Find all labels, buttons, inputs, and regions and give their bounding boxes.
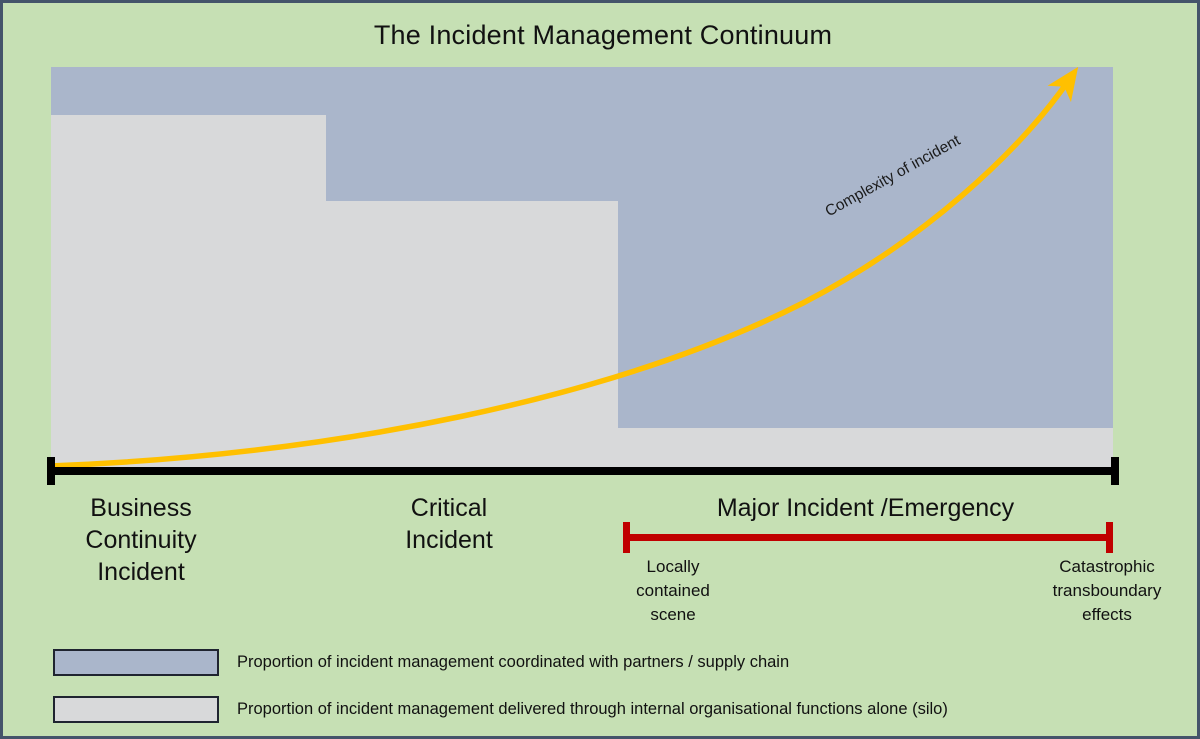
bracket-end-cap [1106, 522, 1113, 553]
silo-band-segment-3 [618, 428, 1113, 471]
axis-start-cap [47, 457, 55, 485]
bracket-note-start: Locally contained scene [636, 557, 710, 624]
axis-end-cap [1111, 457, 1119, 485]
legend-swatch-silo [53, 696, 219, 723]
legend-label-partners: Proportion of incident management coordi… [237, 653, 790, 671]
partner-band-segment-1 [51, 67, 326, 115]
legend-label-silo: Proportion of incident management delive… [237, 700, 948, 718]
bracket-start-cap [623, 522, 630, 553]
stage-label-critical-incident: Critical Incident [405, 494, 493, 554]
legend-swatch-partners [53, 649, 219, 676]
silo-band-segment-2 [326, 201, 618, 471]
silo-band-segment-1 [51, 115, 326, 471]
page-title: The Incident Management Continuum [373, 20, 833, 50]
emergency-range-bracket [623, 534, 1113, 541]
bracket-note-end: Catastrophic transboundary effects [1052, 557, 1162, 624]
baseline-axis [51, 467, 1118, 475]
stage-label-major-incident-emergency: Major Incident /Emergency [716, 494, 1015, 522]
stage-label-business-continuity-incident: Business Continuity Incident [85, 494, 197, 586]
partner-band-segment-3 [618, 67, 1113, 428]
partner-band-segment-2 [326, 67, 618, 201]
